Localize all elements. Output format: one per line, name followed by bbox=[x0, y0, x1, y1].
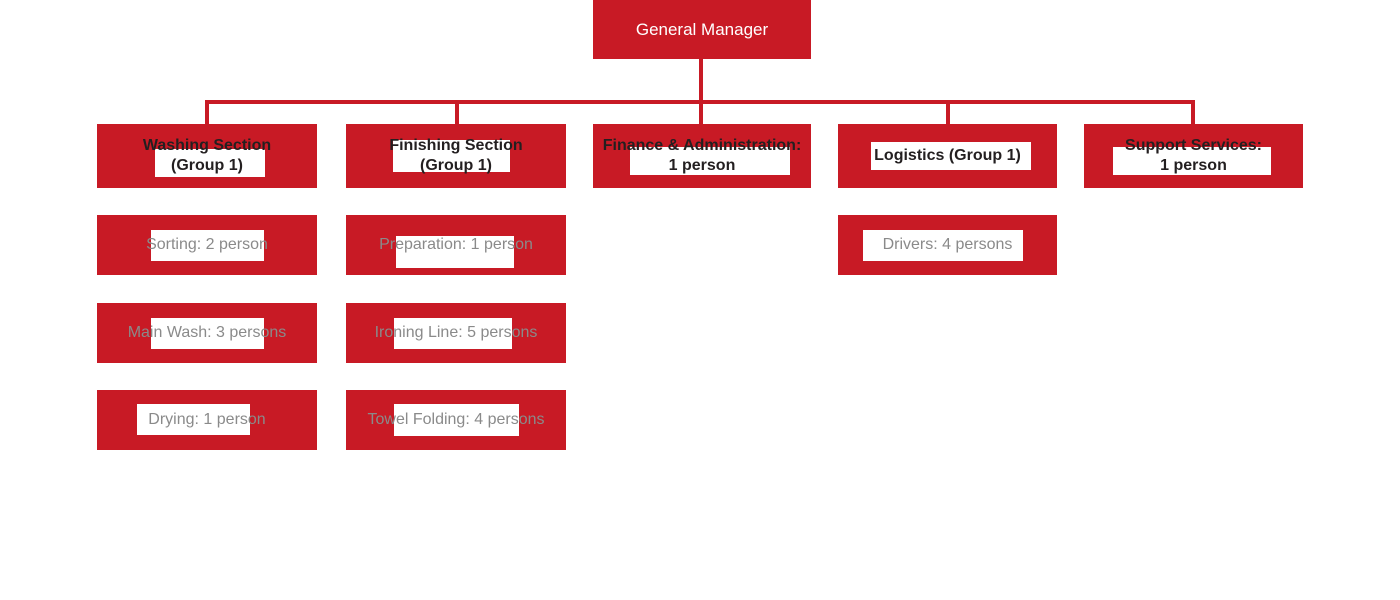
node-label-ironing-line: Ironing Line: 5 persons bbox=[374, 323, 538, 341]
node-label-support-services: Support Services: 1 person bbox=[1125, 136, 1262, 174]
node-towel-folding[interactable]: Towel Folding: 4 persons bbox=[346, 390, 566, 450]
connector-drop-washing bbox=[205, 100, 209, 124]
node-label-preparation: Preparation: 1 person bbox=[379, 235, 533, 253]
node-drivers[interactable]: Drivers: 4 persons bbox=[838, 215, 1057, 275]
node-support-services[interactable]: Support Services: 1 person bbox=[1084, 124, 1303, 188]
connector-drop-logistics bbox=[946, 100, 950, 124]
node-general-manager[interactable]: General Manager bbox=[593, 0, 811, 59]
text-highlight-rect bbox=[155, 149, 265, 177]
node-drying[interactable]: Drying: 1 person bbox=[97, 390, 317, 450]
connector-drop-finishing bbox=[455, 100, 459, 124]
text-highlight-rect bbox=[151, 230, 264, 261]
node-label-logistics: Logistics (Group 1) bbox=[874, 146, 1021, 164]
connector-drop-finance bbox=[699, 100, 703, 124]
text-highlight-rect bbox=[137, 404, 250, 435]
node-label-washing-section: Washing Section (Group 1) bbox=[142, 136, 272, 174]
node-label-finishing-section: Finishing Section (Group 1) bbox=[389, 136, 523, 174]
text-highlight-rect bbox=[393, 140, 510, 172]
node-label-drivers: Drivers: 4 persons bbox=[882, 235, 1013, 253]
node-label-sorting: Sorting: 2 person bbox=[146, 235, 268, 253]
node-ironing-line[interactable]: Ironing Line: 5 persons bbox=[346, 303, 566, 363]
node-main-wash[interactable]: Main Wash: 3 persons bbox=[97, 303, 317, 363]
text-highlight-rect bbox=[396, 236, 514, 268]
node-finishing-section[interactable]: Finishing Section (Group 1) bbox=[346, 124, 566, 188]
text-highlight-rect bbox=[151, 318, 264, 349]
text-highlight-rect bbox=[871, 142, 1031, 170]
node-label-main-wash: Main Wash: 3 persons bbox=[127, 323, 287, 341]
node-label-drying: Drying: 1 person bbox=[148, 410, 266, 428]
text-highlight-rect bbox=[630, 147, 790, 175]
text-highlight-rect bbox=[394, 404, 519, 436]
node-label-finance-administration: Finance & Administration: 1 person bbox=[602, 136, 802, 174]
text-highlight-rect bbox=[863, 230, 1023, 261]
connector-root-stem bbox=[699, 59, 703, 104]
text-highlight-rect bbox=[394, 318, 512, 349]
node-logistics[interactable]: Logistics (Group 1) bbox=[838, 124, 1057, 188]
node-label-towel-folding: Towel Folding: 4 persons bbox=[367, 410, 545, 428]
node-sorting[interactable]: Sorting: 2 person bbox=[97, 215, 317, 275]
connector-drop-support bbox=[1191, 100, 1195, 124]
node-washing-section[interactable]: Washing Section (Group 1) bbox=[97, 124, 317, 188]
node-finance-administration[interactable]: Finance & Administration: 1 person bbox=[593, 124, 811, 188]
text-highlight-rect bbox=[1113, 147, 1271, 175]
node-preparation[interactable]: Preparation: 1 person bbox=[346, 215, 566, 275]
node-label-general-manager: General Manager bbox=[635, 19, 769, 39]
